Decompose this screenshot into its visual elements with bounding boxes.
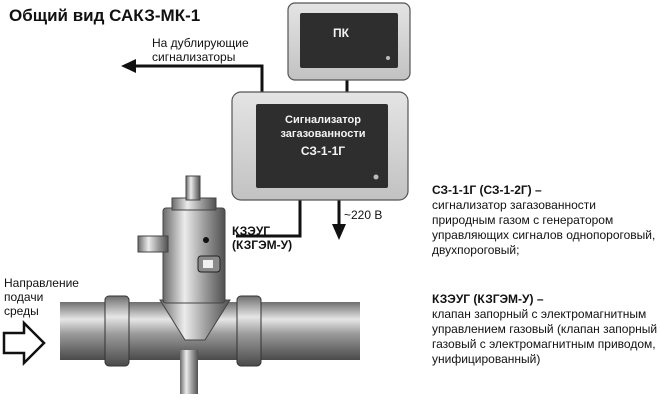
duplicate-signalizers-label: На дублирующие сигнализаторы (152, 36, 249, 64)
valve (137, 175, 231, 394)
signalizer-description-text: сигнализатор загазованности природным га… (432, 198, 656, 257)
signalizer-model: СЗ-1-1Г (300, 144, 346, 158)
signalizer-description: СЗ-1-1Г (СЗ-1-2Г) – сигнализатор загазов… (432, 183, 658, 258)
indicator-dot-icon (203, 237, 209, 243)
arrow-down-icon (332, 224, 346, 240)
valve-description-text: клапан запорный с электромагнитным управ… (432, 307, 658, 366)
pc-unit (287, 2, 411, 81)
signalizer-description-title: СЗ-1-1Г (СЗ-1-2Г) – (432, 183, 542, 197)
valve-description-title: КЗЭУГ (КЗГЭМ-У) – (432, 292, 544, 306)
pc-label: ПК (333, 26, 349, 40)
flow-arrow-icon (2, 319, 46, 367)
valve-code-label: КЗЭУГ (КЗГЭМ-У) (232, 224, 293, 252)
voltage-label: ~220 В (344, 208, 383, 222)
signalizer-label: Сигнализатор загазованности (280, 114, 366, 140)
arrow-left-icon (121, 59, 136, 73)
page-title: Общий вид САКЗ-МК-1 (9, 6, 201, 25)
flow-direction-label: Направление подачи среды (4, 276, 79, 318)
valve-description: КЗЭУГ (КЗГЭМ-У) – клапан запорный с элек… (432, 292, 658, 367)
signalizer-unit (231, 91, 409, 201)
